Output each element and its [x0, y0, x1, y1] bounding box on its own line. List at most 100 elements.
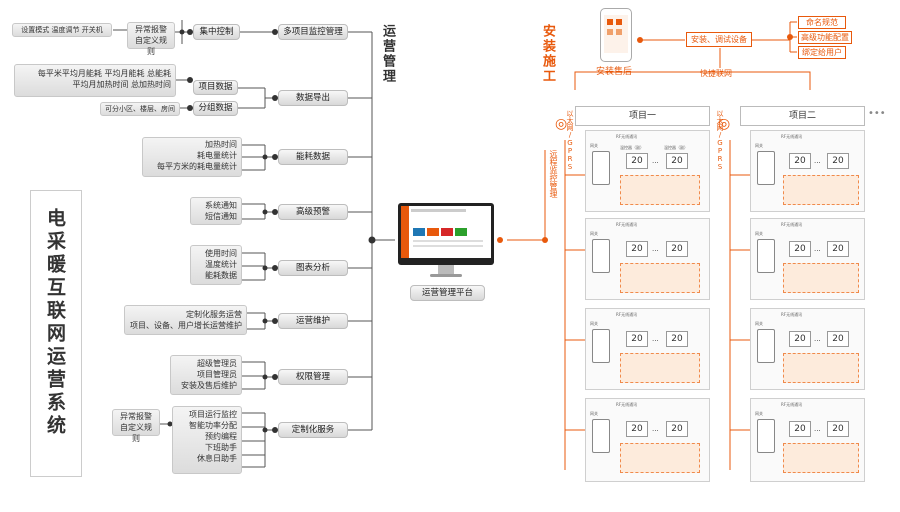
gateway-icon [757, 151, 775, 185]
custom-details: 项目运行监控 智能功率分配 预约编程 下班助手 休息日助手 [172, 406, 242, 474]
category-maintenance[interactable]: 运营维护 [278, 313, 348, 329]
heating-mat [783, 353, 859, 383]
thermostat[interactable]: 20 [827, 241, 849, 257]
category-alerts[interactable]: 高级预警 [278, 204, 348, 220]
rf-label: RF无线通讯 [781, 222, 803, 227]
rf-label: RF无线通讯 [781, 134, 803, 139]
install-debug-node[interactable]: 安装、调试设备 [686, 32, 752, 47]
ellipsis: ... [652, 425, 659, 433]
alert-item: 异常报警 [135, 25, 167, 34]
category-permissions[interactable]: 权限管理 [278, 369, 348, 385]
thermostat[interactable]: 20 [827, 421, 849, 437]
maint-detail: 项目、设备、用户增长运营维护 [130, 321, 242, 330]
energy-details: 加热时间 耗电量统计 每平方米的耗电量统计 [142, 137, 242, 177]
energy-item: 耗电量统计 [197, 151, 237, 160]
metric-line-2: 平均月加热时间 总加热时间 [72, 80, 171, 89]
permission-details: 超级管理员 项目管理员 安装及售后维护 [170, 355, 242, 395]
rf-label: RF无线通讯 [616, 134, 638, 139]
ellipsis: ... [652, 245, 659, 253]
bind-user[interactable]: 绑定给用户 [798, 46, 846, 59]
remote-monitor-label: 远程监控管理 [549, 150, 558, 198]
custom-detail: 项目运行监控 [189, 410, 237, 419]
advanced-config[interactable]: 高级功能配置 [798, 31, 852, 44]
platform-label: 运营管理平台 [410, 285, 485, 301]
category-monitoring[interactable]: 多项目监控管理 [278, 24, 348, 40]
naming-rule[interactable]: 命名规范 [798, 16, 846, 29]
category-custom-service[interactable]: 定制化服务 [278, 422, 348, 438]
chart-detail: 使用时间 [205, 249, 237, 258]
after-sales-label: 安装售后 [596, 67, 633, 77]
heating-mat [783, 443, 859, 473]
thermostat[interactable]: 20 [626, 153, 648, 169]
tab-project-two[interactable]: 项目二 [740, 106, 865, 126]
chart-detail: 温度统计 [205, 260, 237, 269]
phone-icon [600, 8, 632, 62]
heating-mat [783, 175, 859, 205]
custom-detail: 预约编程 [205, 432, 237, 441]
gateway-label: 网关 [590, 143, 598, 148]
gateway-label: 网关 [755, 411, 763, 416]
custom-detail: 智能功率分配 [189, 421, 237, 430]
floor-panel: RF无线通讯 网关 20 ... 20 [750, 308, 865, 390]
tab-project-one[interactable]: 项目一 [575, 106, 710, 126]
custom-alert: 自定义规则 [120, 423, 152, 443]
heating-mat [620, 175, 700, 205]
thermostat[interactable]: 20 [789, 331, 811, 347]
energy-item: 加热时间 [205, 140, 237, 149]
thermostat[interactable]: 20 [666, 241, 688, 257]
more-projects[interactable]: ••• [868, 108, 886, 119]
thermostat[interactable]: 20 [827, 331, 849, 347]
heating-mat [620, 443, 700, 473]
chart-details: 使用时间 温度统计 能耗数据 [190, 245, 242, 285]
monitor-base [430, 274, 462, 277]
rf-label: RF无线通讯 [616, 402, 638, 407]
rf-label: RF无线通讯 [616, 222, 638, 227]
floor-panel: RF无线通讯 网关 温控器（副） 温控器（副） 20 ... 20 [585, 130, 710, 212]
thermostat[interactable]: 20 [827, 153, 849, 169]
gateway-label: 网关 [590, 321, 598, 326]
monitor-stand [438, 265, 454, 275]
sub-central-control[interactable]: 集中控制 [193, 24, 240, 40]
thermostat[interactable]: 20 [666, 421, 688, 437]
thermostat[interactable]: 20 [666, 331, 688, 347]
install-label: 安装施工 [540, 24, 555, 84]
heating-mat [620, 353, 700, 383]
gateway-icon [757, 419, 775, 453]
sub-group-data[interactable]: 分组数据 [193, 101, 238, 116]
floor-panel: RF无线通讯 网关 20 ... 20 [750, 130, 865, 212]
gateway-icon [757, 329, 775, 363]
thermostat[interactable]: 20 [626, 331, 648, 347]
sub-project-data[interactable]: 项目数据 [193, 80, 238, 95]
ethernet-label-2: 以太网/GPRS [716, 110, 724, 171]
custom-detail: 下班助手 [205, 443, 237, 452]
thermostat[interactable]: 20 [789, 421, 811, 437]
metric-line-1: 每平米平均月能耗 平均月能耗 总能耗 [37, 69, 171, 78]
floor-panel: RF无线通讯 网关 20 ... 20 [750, 398, 865, 482]
category-energy-data[interactable]: 能耗数据 [278, 149, 348, 165]
heating-mat [783, 263, 859, 293]
rf-label: RF无线通讯 [616, 312, 638, 317]
alert-detail: 系统通知 [205, 201, 237, 210]
thermostat[interactable]: 20 [789, 153, 811, 169]
ellipsis: ... [814, 335, 821, 343]
export-metrics: 每平米平均月能耗 平均月能耗 总能耗 平均月加热时间 总加热时间 [14, 64, 176, 97]
ethernet-label-1: 以太网/GPRS [566, 110, 574, 171]
floor-panel: RF无线通讯 网关 20 ... 20 [585, 398, 710, 482]
thermostat[interactable]: 20 [666, 153, 688, 169]
ellipsis: ... [814, 245, 821, 253]
alert-details: 系统通知 短信通知 [190, 197, 242, 225]
thermostat[interactable]: 20 [626, 421, 648, 437]
thermostat[interactable]: 20 [789, 241, 811, 257]
rf-label: RF无线通讯 [781, 402, 803, 407]
perm-detail: 项目管理员 [197, 370, 237, 379]
rule-item: 自定义规则 [135, 36, 167, 56]
category-data-export[interactable]: 数据导出 [278, 90, 348, 106]
ellipsis: ... [814, 157, 821, 165]
energy-item: 每平方米的耗电量统计 [157, 162, 237, 171]
gateway-label: 网关 [755, 231, 763, 236]
floor-panel: RF无线通讯 网关 20 ... 20 [750, 218, 865, 300]
thermostat[interactable]: 20 [626, 241, 648, 257]
category-chart-analysis[interactable]: 图表分析 [278, 260, 348, 276]
alert-group: 异常报警 自定义规则 [127, 22, 175, 56]
